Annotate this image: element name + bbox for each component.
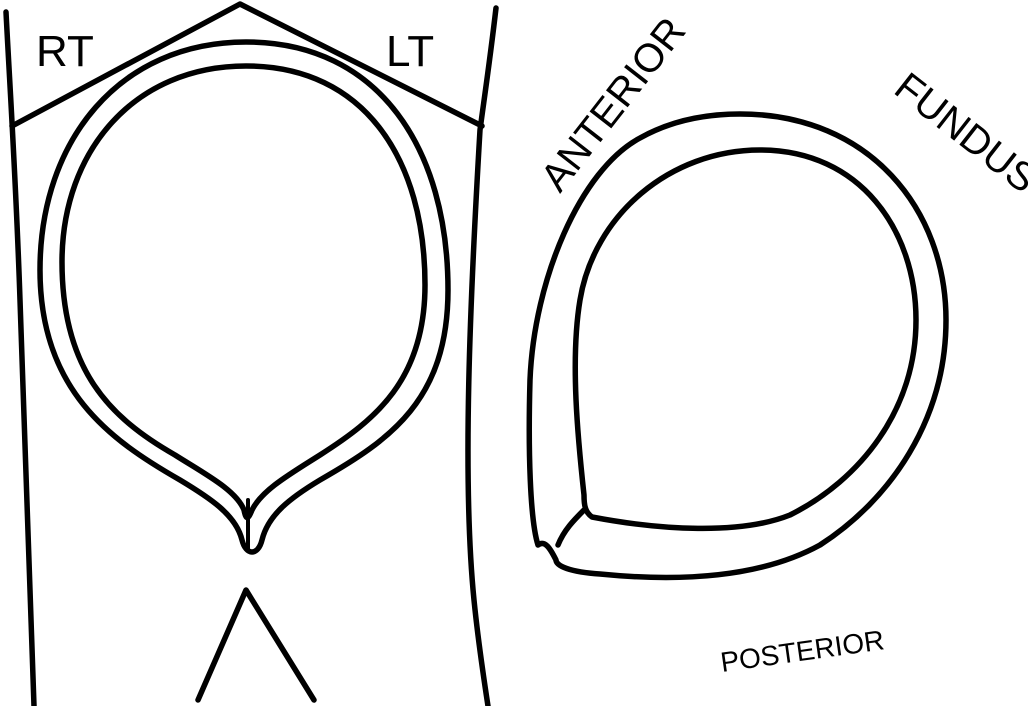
- transverse-view: RT LT: [3, 1, 499, 706]
- body-outline-right-side: [3, 9, 37, 706]
- body-outline-left-side: [465, 5, 499, 706]
- bladder-neck: [555, 507, 587, 548]
- sagittal-outer-wall: [526, 111, 949, 581]
- label-posterior: POSTERIOR: [719, 624, 887, 678]
- pelvic-floor-v: [195, 587, 317, 703]
- label-left: LT: [386, 27, 434, 76]
- sagittal-inner-wall: [572, 147, 919, 532]
- label-fundus: FUNDUS: [886, 64, 1028, 201]
- sagittal-view: ANTERIOR FUNDUS POSTERIOR: [526, 10, 1028, 678]
- label-right: RT: [36, 27, 94, 76]
- pelvic-roof-outline: [9, 1, 485, 129]
- bladder-outer-wall: [37, 39, 451, 555]
